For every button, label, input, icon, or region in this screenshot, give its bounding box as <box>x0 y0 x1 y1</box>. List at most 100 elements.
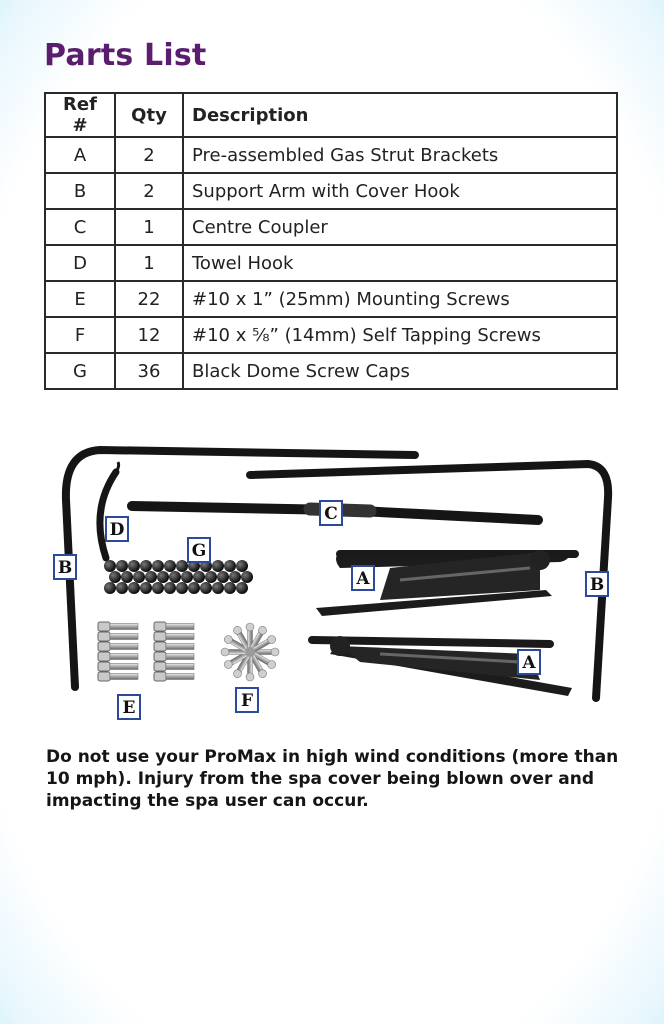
screw-cap <box>224 582 236 594</box>
screw-cap <box>169 571 181 583</box>
svg-text:E: E <box>123 698 136 718</box>
table-row: C 1 Centre Coupler <box>44 208 618 246</box>
screw-cap <box>152 582 164 594</box>
screw-cap <box>109 571 121 583</box>
page-title: Parts List <box>44 38 207 73</box>
screw-cap <box>176 582 188 594</box>
towel-hook <box>96 461 121 562</box>
dome-screw-caps <box>104 560 253 594</box>
mounting-screw <box>97 631 139 642</box>
label-b-left: B <box>53 554 77 580</box>
mounting-screw <box>97 651 139 662</box>
mounting-screw <box>97 621 139 632</box>
cell-ref: D <box>44 244 116 282</box>
svg-text:B: B <box>590 575 604 595</box>
label-d: D <box>105 516 129 542</box>
svg-text:B: B <box>58 558 72 578</box>
header-description: Description <box>182 92 618 138</box>
parts-table: Ref # Qty Description A 2 Pre-assembled … <box>44 92 618 390</box>
mounting-screw <box>97 641 139 652</box>
cell-qty: 1 <box>114 244 184 282</box>
screw-cap <box>224 560 236 572</box>
cell-qty: 22 <box>114 280 184 318</box>
svg-text:F: F <box>241 691 253 711</box>
label-a-upper: A <box>351 565 375 591</box>
label-b-right: B <box>585 571 609 597</box>
svg-text:D: D <box>110 520 125 540</box>
cell-description: Black Dome Screw Caps <box>182 352 618 390</box>
header-qty: Qty <box>114 92 184 138</box>
screw-cap <box>236 560 248 572</box>
self-tapping-screw <box>224 635 249 653</box>
cell-qty: 36 <box>114 352 184 390</box>
screw-cap <box>193 571 205 583</box>
screw-cap <box>116 582 128 594</box>
screw-cap <box>140 582 152 594</box>
self-tapping-screw <box>224 651 249 669</box>
cell-description: Towel Hook <box>182 244 618 282</box>
cell-qty: 2 <box>114 136 184 174</box>
mounting-screw <box>153 631 195 642</box>
screw-cap <box>217 571 229 583</box>
screw-cap <box>128 560 140 572</box>
self-tapping-screws <box>220 622 280 682</box>
table-row: B 2 Support Arm with Cover Hook <box>44 172 618 210</box>
label-g: G <box>187 537 211 563</box>
screw-cap <box>145 571 157 583</box>
svg-text:A: A <box>355 569 370 589</box>
mounting-screw <box>153 651 195 662</box>
table-row: F 12 #10 x ⅝” (14mm) Self Tapping Screws <box>44 316 618 354</box>
screw-cap <box>229 571 241 583</box>
screw-cap <box>121 571 133 583</box>
screw-cap <box>164 560 176 572</box>
screw-cap <box>181 571 193 583</box>
screw-cap <box>241 571 253 583</box>
screw-cap <box>104 560 116 572</box>
screw-cap <box>140 560 152 572</box>
label-e: E <box>117 694 141 720</box>
cell-ref: F <box>44 316 116 354</box>
table-row: D 1 Towel Hook <box>44 244 618 282</box>
mounting-screws <box>97 621 195 682</box>
cell-ref: A <box>44 136 116 174</box>
cell-description: #10 x ⅝” (14mm) Self Tapping Screws <box>182 316 618 354</box>
screw-cap <box>212 582 224 594</box>
support-arm-right <box>246 460 613 702</box>
self-tapping-screw <box>233 626 251 651</box>
screw-cap <box>164 582 176 594</box>
cell-qty: 1 <box>114 208 184 246</box>
cell-description: #10 x 1” (25mm) Mounting Screws <box>182 280 618 318</box>
mounting-screw <box>97 661 139 672</box>
gas-strut-bracket-upper <box>316 550 579 616</box>
mounting-screw <box>97 671 139 682</box>
screw-cap <box>104 582 116 594</box>
cell-description: Support Arm with Cover Hook <box>182 172 618 210</box>
cell-ref: E <box>44 280 116 318</box>
screw-cap <box>236 582 248 594</box>
svg-text:A: A <box>521 653 536 673</box>
label-a-lower: A <box>517 649 541 675</box>
screw-cap <box>116 560 128 572</box>
cell-ref: C <box>44 208 116 246</box>
cell-qty: 2 <box>114 172 184 210</box>
parts-illustration: B B C D G A A E F <box>53 446 613 720</box>
mounting-screw <box>153 671 195 682</box>
gas-strut-bracket-lower <box>308 636 572 696</box>
safety-warning: Do not use your ProMax in high wind cond… <box>46 747 619 811</box>
table-row: A 2 Pre-assembled Gas Strut Brackets <box>44 136 618 174</box>
screw-cap <box>212 560 224 572</box>
table-row: G 36 Black Dome Screw Caps <box>44 352 618 390</box>
screw-cap <box>128 582 140 594</box>
label-c: C <box>319 500 343 526</box>
mounting-screw <box>153 661 195 672</box>
screw-cap <box>152 560 164 572</box>
table-row: E 22 #10 x 1” (25mm) Mounting Screws <box>44 280 618 318</box>
screw-cap <box>205 571 217 583</box>
mounting-screw <box>153 641 195 652</box>
self-tapping-screw <box>245 622 255 649</box>
svg-text:G: G <box>192 541 207 561</box>
screw-cap <box>176 560 188 572</box>
header-ref: Ref # <box>44 92 116 138</box>
svg-text:C: C <box>324 504 338 524</box>
screw-cap <box>200 582 212 594</box>
